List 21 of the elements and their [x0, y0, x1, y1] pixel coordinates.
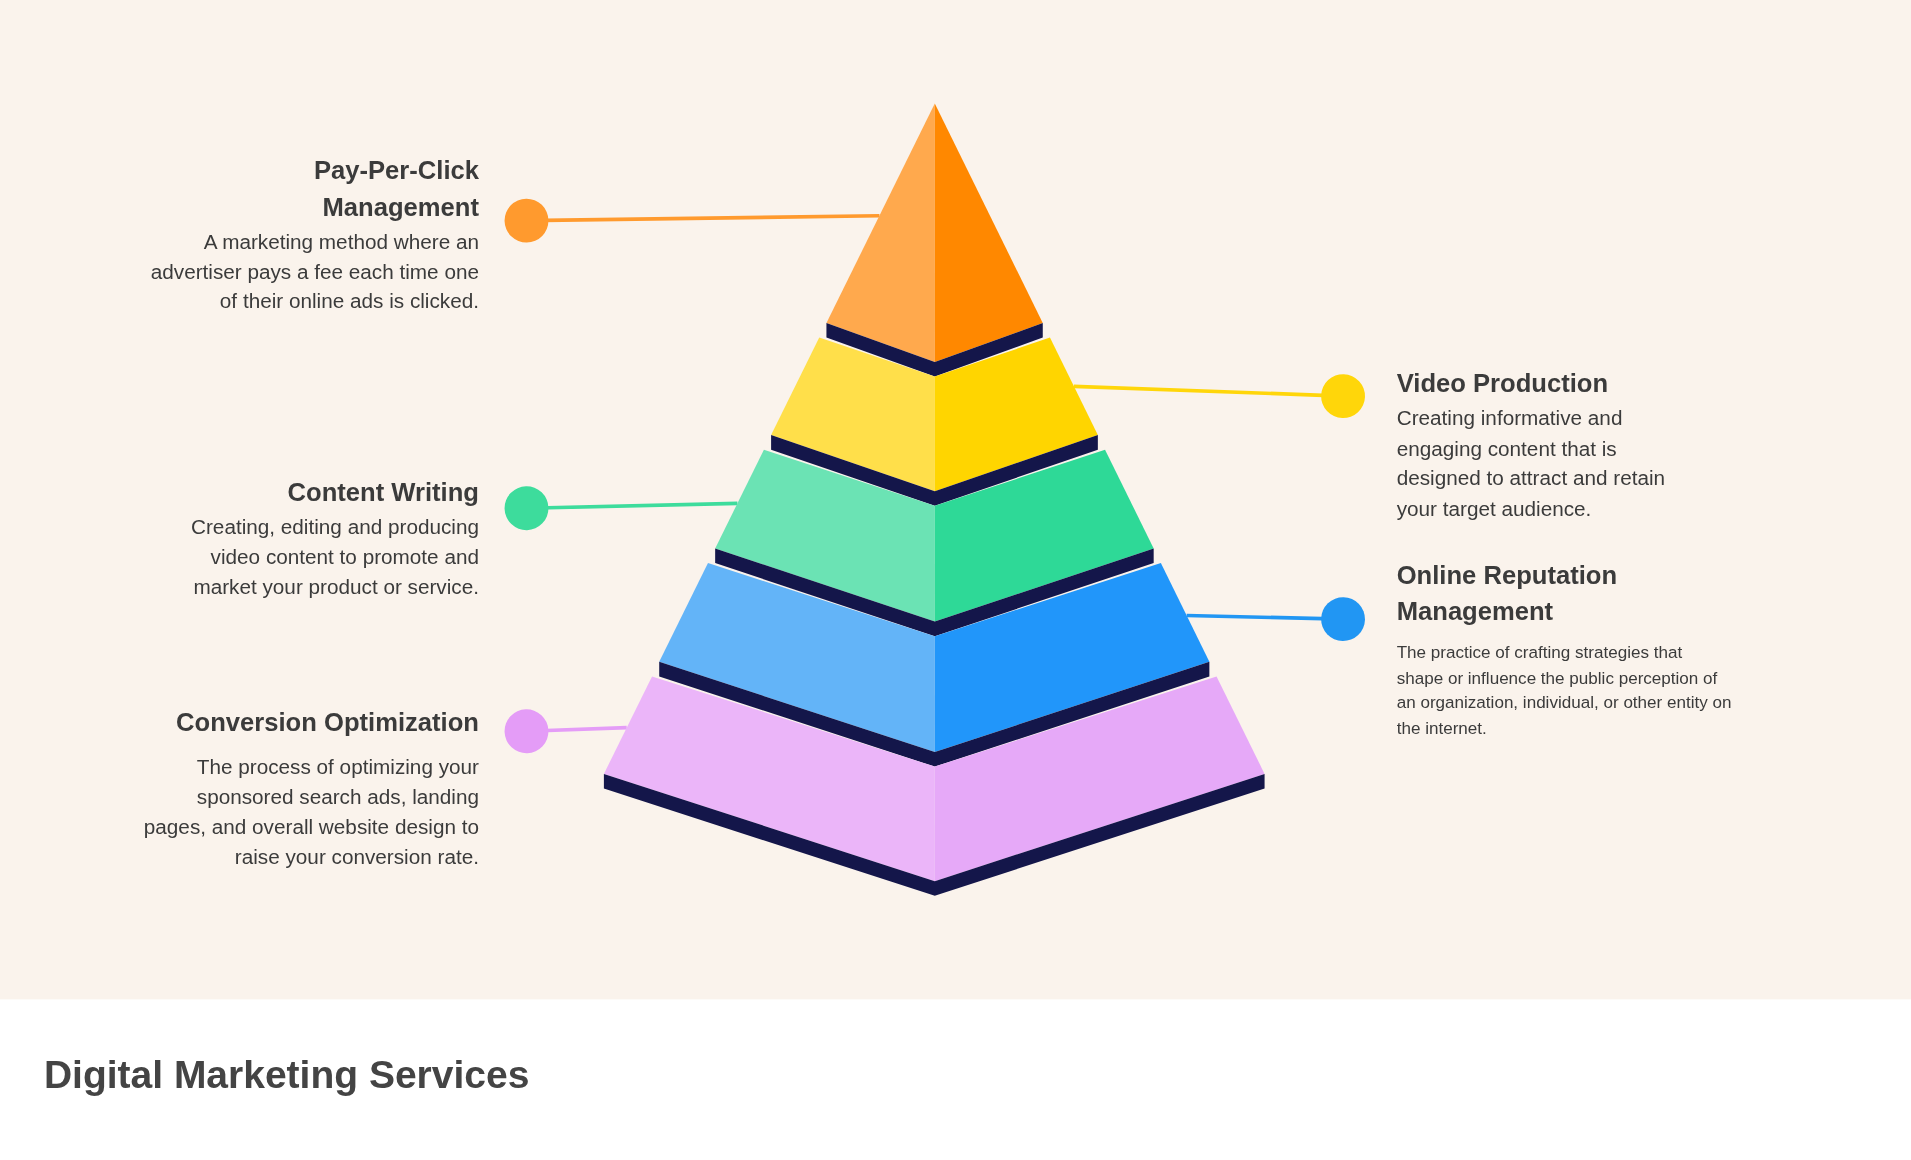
pyramid-layer: [659, 563, 1210, 767]
service-heading: Online Reputation Management: [1396, 559, 1619, 628]
service-heading: Pay-Per-Click Management: [312, 155, 479, 223]
leader-line: [504, 198, 880, 243]
service-description: The practice of crafting strategies that shape or influence the public perception of an organization, individual, or other entity on the internet.: [1396, 641, 1732, 739]
pyramid-layer: [826, 103, 1043, 377]
service-description: Creating informative and engaging content that is designed to attract and retain your target audience.: [1396, 406, 1667, 522]
leader-line: [504, 709, 627, 754]
service-heading: Video Production: [1396, 368, 1610, 400]
service-heading: Content Writing: [286, 476, 479, 508]
pyramid-layer: [771, 337, 1098, 506]
title: Digital Marketing Services: [43, 1053, 530, 1099]
pyramid-layer: [715, 449, 1154, 637]
service-heading: Conversion Optimization: [175, 707, 479, 739]
pyramid-layer: [603, 676, 1265, 896]
service-description: The process of optimizing your sponsored search ads, landing pages, and overall website design to raise your conversion rate.: [142, 754, 479, 871]
leader-line: [1073, 374, 1365, 418]
leader-line: [504, 486, 738, 531]
service-description: Creating, editing and producing video content to promote and market your product or service.: [190, 514, 479, 601]
service-description: A marketing method where an advertiser pays a fee each time one of their online ads is clicked.: [149, 229, 479, 316]
leader-line: [1186, 597, 1365, 642]
